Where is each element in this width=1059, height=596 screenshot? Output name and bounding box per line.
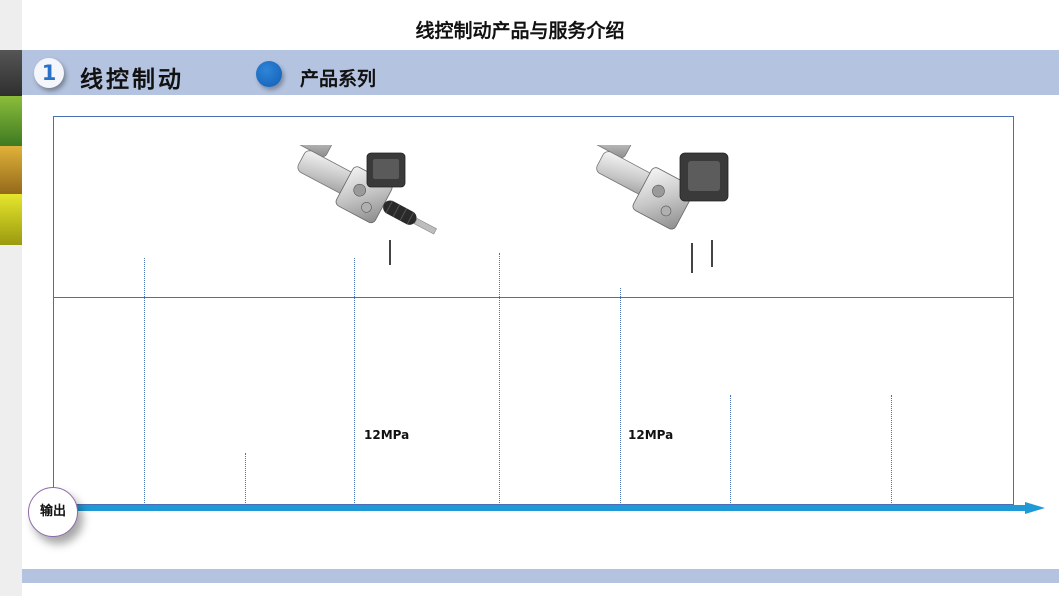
gold-swatch (0, 146, 22, 194)
guide-line (144, 258, 145, 505)
dark-swatch (0, 50, 22, 96)
guide-line (354, 258, 355, 505)
guide-line (499, 253, 500, 505)
guide-line (730, 395, 731, 505)
header-band (22, 50, 1059, 95)
brake-booster-unit-with-boot-icon (286, 117, 437, 265)
panel-divider (53, 297, 1014, 298)
bullet-dot-icon (256, 61, 282, 87)
guide-line (245, 453, 246, 505)
product-image-1 (255, 117, 450, 274)
guide-line (891, 395, 892, 505)
yellow-swatch (0, 194, 22, 245)
product-panel (53, 116, 1014, 505)
footer-band (22, 569, 1059, 583)
brake-booster-unit-icon (585, 117, 729, 273)
guide-line (620, 288, 621, 505)
pressure-label-2: 12MPa (628, 428, 674, 442)
product-image-2 (552, 117, 732, 281)
page-title: 线控制动产品与服务介绍 (415, 20, 625, 42)
section-title: 线控制动 (80, 67, 184, 93)
green-swatch (0, 96, 22, 146)
arrow-right-icon (70, 502, 1045, 514)
pressure-label-1: 12MPa (364, 428, 410, 442)
timeline-arrow (70, 500, 1045, 514)
output-label: 输出 (28, 487, 78, 537)
section-number-badge: 1 (34, 58, 64, 88)
subsection-title: 产品系列 (300, 68, 377, 90)
